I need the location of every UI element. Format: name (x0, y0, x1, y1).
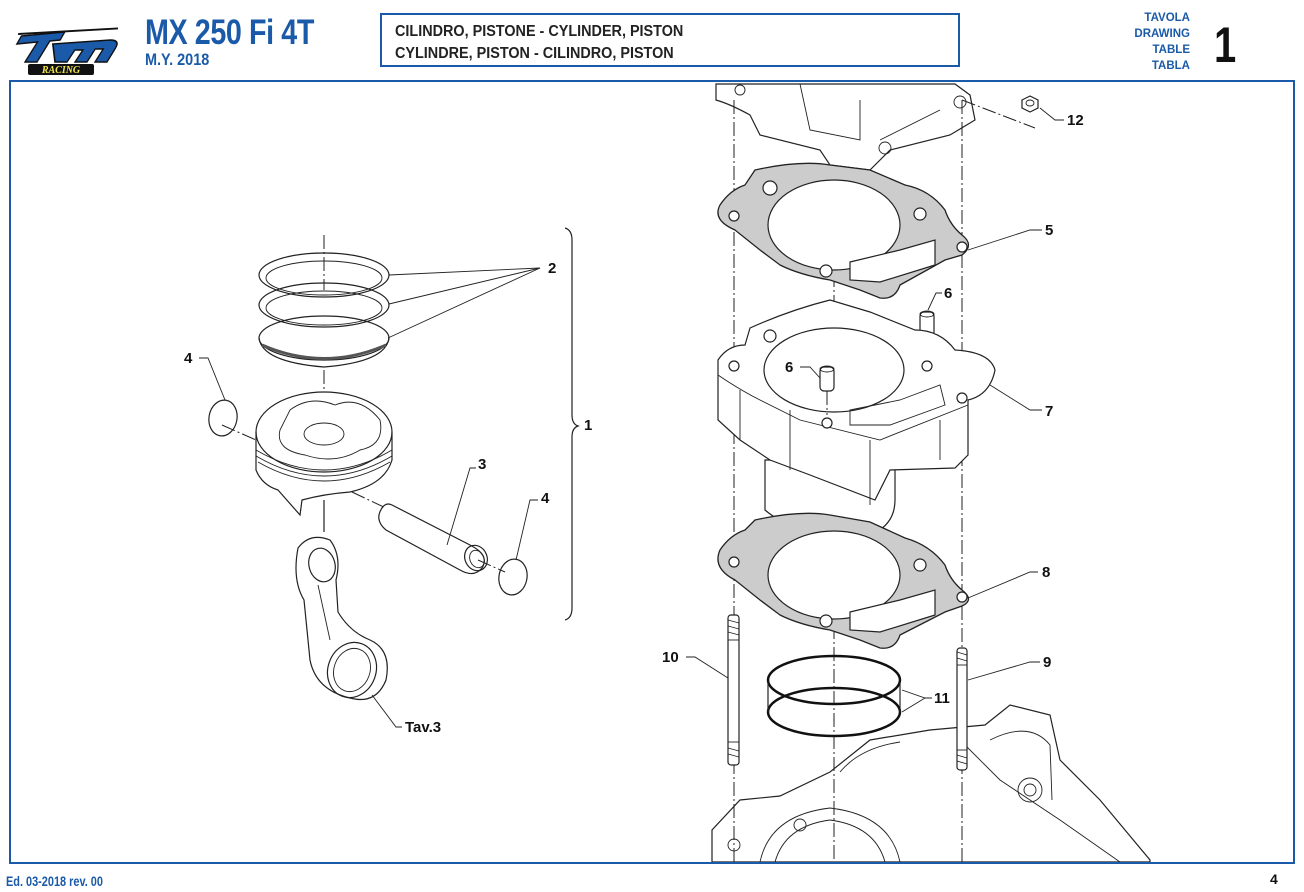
cylinder-head (715, 83, 976, 171)
edition-revision: Ed. 03-2018 rev. 00 (6, 873, 103, 889)
callout-10: 10 (662, 649, 679, 666)
stud-right[interactable] (956, 647, 968, 771)
connecting-rod[interactable] (295, 536, 388, 704)
callout-leader-12 (1039, 107, 1064, 121)
callout-11: 11 (934, 690, 950, 707)
crankcase (711, 704, 1151, 862)
table-label-block: TAVOLA DRAWING TABLE TABLA (1100, 10, 1190, 74)
assembly-brace (564, 227, 580, 621)
callout-6b: 6 (785, 359, 793, 376)
drawing-frame (9, 80, 1295, 864)
cylinder[interactable] (717, 299, 996, 537)
piston-pin[interactable] (351, 491, 491, 575)
callout-3: 3 (478, 456, 486, 473)
stud-left[interactable] (727, 614, 740, 766)
callout-leader-6a (927, 292, 942, 311)
head-gasket[interactable] (717, 162, 970, 299)
flange-nut[interactable] (1021, 95, 1039, 113)
circlip-right[interactable] (477, 557, 530, 597)
callout-leader-9 (967, 661, 1040, 681)
callout-leader-6b (800, 366, 821, 379)
callout-leader-11b (901, 697, 926, 713)
tm-racing-logo: RACING (15, 27, 118, 76)
callout-6a: 6 (944, 285, 952, 302)
callout-12: 12 (1067, 112, 1084, 129)
callout-leader-7 (989, 384, 1042, 411)
table-label-tabla: TABLA (1151, 60, 1190, 72)
table-label-tavola: TAVOLA (1144, 12, 1190, 24)
callout-5: 5 (1045, 222, 1053, 239)
circlip-left[interactable] (206, 398, 257, 441)
callout-tav3: Tav.3 (405, 719, 441, 736)
table-label-table: TABLE (1152, 44, 1190, 56)
callout-8: 8 (1042, 564, 1050, 581)
o-rings[interactable] (766, 654, 902, 738)
callout-leader-10 (686, 656, 729, 679)
dowel-front[interactable] (819, 365, 835, 415)
callout-leader-4b (515, 499, 538, 561)
callout-leader-tav3 (371, 694, 402, 728)
callout-leader-11a (901, 689, 932, 699)
callout-4a: 4 (184, 350, 193, 367)
callout-7: 7 (1045, 403, 1053, 420)
callout-leader-8 (967, 571, 1038, 599)
callout-leader-3 (446, 467, 476, 546)
callout-2: 2 (548, 260, 556, 277)
title-line-2: CYLINDRE, PISTON - CILINDRO, PISTON (395, 45, 674, 62)
model-name: MX 250 Fi 4T (145, 13, 314, 52)
title-line-1: CILINDRO, PISTONE - CYLINDER, PISTON (395, 23, 684, 40)
callout-9: 9 (1043, 654, 1051, 671)
callout-leader-4a (199, 357, 226, 401)
base-gasket[interactable] (717, 512, 970, 649)
model-year: M.Y. 2018 (145, 50, 210, 69)
callout-leader-5 (967, 229, 1042, 251)
callout-4b: 4 (541, 490, 550, 507)
svg-text:RACING: RACING (41, 65, 81, 76)
callout-leader-2 (387, 267, 541, 339)
table-number: 1 (1214, 17, 1237, 73)
callout-1: 1 (584, 417, 592, 434)
page-number: 4 (1270, 871, 1278, 887)
piston-rings[interactable] (258, 235, 390, 368)
drawing-title-box: CILINDRO, PISTONE - CYLINDER, PISTON CYL… (380, 13, 960, 67)
table-label-drawing: DRAWING (1134, 28, 1190, 40)
piston[interactable] (255, 391, 393, 517)
